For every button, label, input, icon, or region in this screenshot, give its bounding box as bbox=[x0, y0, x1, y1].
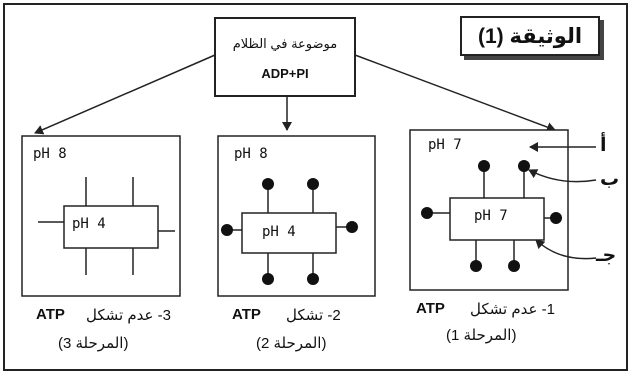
stage-2-caption: 2- تشكل bbox=[286, 307, 341, 324]
annotation-label-a: أ bbox=[600, 135, 607, 156]
annotation-arrow-b bbox=[528, 169, 597, 183]
stage-3-outer-ph: pH 8 bbox=[33, 146, 67, 162]
stage-3-caption: 3- عدم تشكل bbox=[86, 307, 171, 324]
stage-1-diagram bbox=[409, 129, 569, 291]
stage-1-inner-ph: pH 7 bbox=[474, 208, 508, 224]
document-frame bbox=[3, 3, 628, 371]
stage-3-atp: ATP bbox=[36, 306, 65, 323]
stage-1-caption: 1- عدم تشكل bbox=[470, 301, 555, 318]
arrow-to-stage-1 bbox=[354, 54, 556, 132]
annotation-arrow-j bbox=[535, 239, 597, 260]
annotation-label-j: جـ bbox=[596, 245, 617, 266]
top-box-reagents: ADP+PI bbox=[261, 66, 309, 81]
stage-1-outer-ph: pH 7 bbox=[428, 137, 462, 153]
stage-3-label: (المرحلة 3) bbox=[58, 335, 129, 352]
stage-3-diagram bbox=[21, 135, 181, 297]
stage-2-label: (المرحلة 2) bbox=[256, 335, 327, 352]
stage-2-inner-ph: pH 4 bbox=[262, 224, 296, 240]
arrow-to-stage-3 bbox=[34, 54, 216, 135]
stage-2-outer-ph: pH 8 bbox=[234, 146, 268, 162]
top-box-condition: موضوعة في الظلام bbox=[232, 36, 338, 51]
document-title: الوثيقة (1) bbox=[460, 16, 600, 56]
stage-2-diagram bbox=[217, 135, 376, 297]
annotation-label-b: ب bbox=[600, 169, 620, 190]
stage-1-atp: ATP bbox=[416, 300, 445, 317]
top-condition-box bbox=[214, 17, 356, 97]
stage-1-label: (المرحلة 1) bbox=[446, 327, 517, 344]
stage-2-atp: ATP bbox=[232, 306, 261, 323]
stage-3-inner-ph: pH 4 bbox=[72, 216, 106, 232]
